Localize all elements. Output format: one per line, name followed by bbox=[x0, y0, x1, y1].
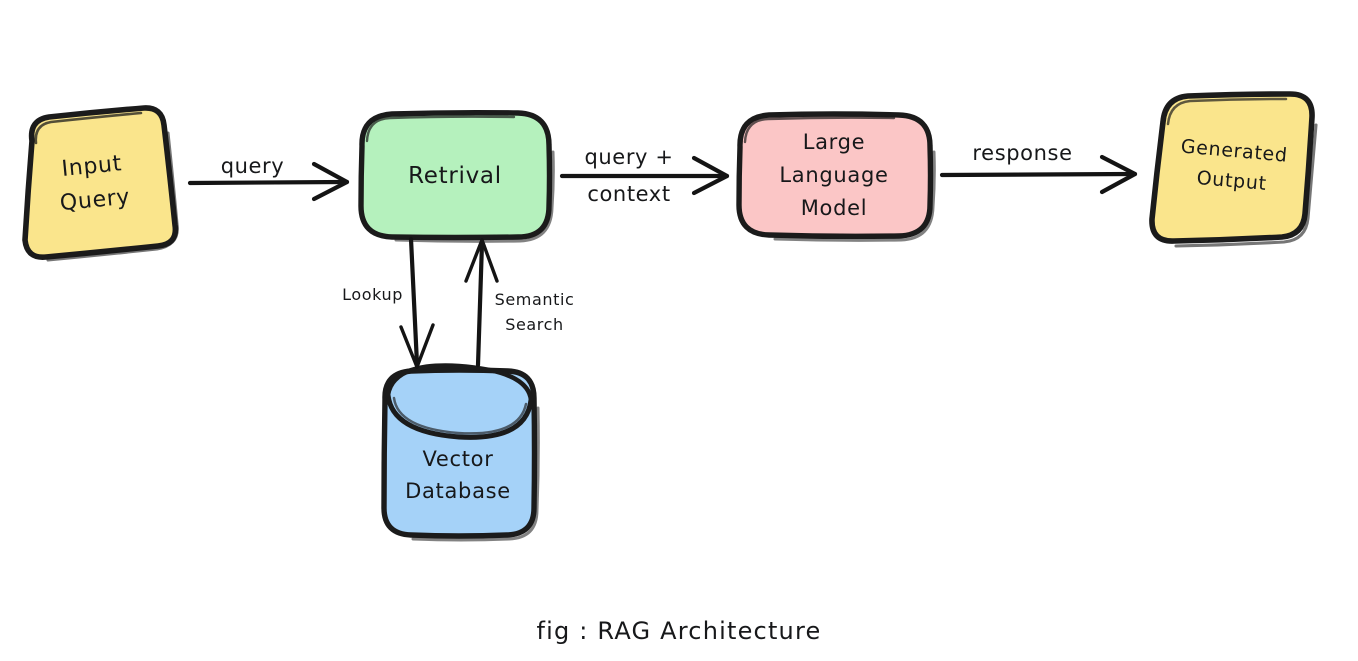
node-retrival[interactable] bbox=[358, 109, 555, 243]
node-input-query[interactable] bbox=[22, 105, 179, 262]
node-vector-database[interactable] bbox=[381, 363, 540, 542]
edge-response bbox=[939, 154, 1138, 195]
node-generated-output[interactable] bbox=[1149, 91, 1318, 248]
edge-lookup bbox=[399, 236, 435, 369]
edge-query bbox=[187, 161, 350, 202]
edge-query-context bbox=[559, 155, 730, 196]
edge-semantic-search bbox=[464, 238, 499, 368]
node-large-language-model[interactable] bbox=[736, 111, 936, 242]
